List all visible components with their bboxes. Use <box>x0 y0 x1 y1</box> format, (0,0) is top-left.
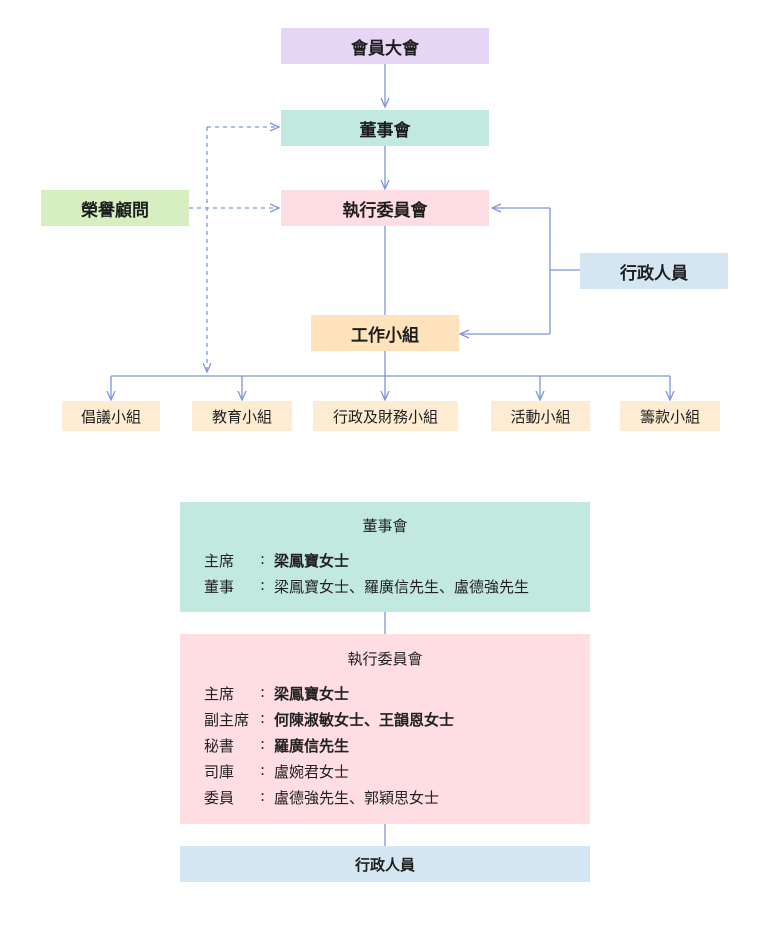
role-label: 委員 <box>204 789 235 807</box>
colon: : <box>260 787 266 805</box>
role-label: 副主席 <box>204 711 250 729</box>
role-label: 秘書 <box>204 737 235 755</box>
member-names: 盧德強先生、郭穎思女士 <box>274 789 440 807</box>
exec-row-secretary: 秘書 : 羅廣信先生 <box>204 735 349 756</box>
exec-row-members: 委員 : 盧德強先生、郭穎思女士 <box>204 787 439 808</box>
admin-staff-box: 行政人員 <box>580 253 728 289</box>
exec-panel-title: 執行委員會 <box>347 650 423 668</box>
colon: : <box>260 761 266 779</box>
member-names: 梁鳳寶女士 <box>274 685 350 703</box>
admin-panel: 行政人員 <box>180 846 590 882</box>
honorary-advisors-box: 榮譽顧問 <box>41 190 189 226</box>
colon: : <box>260 576 266 594</box>
member-names: 盧婉君女士 <box>274 763 350 781</box>
role-label: 主席 <box>204 552 235 570</box>
working-groups-box: 工作小組 <box>311 315 459 351</box>
board-box: 董事會 <box>281 110 489 146</box>
board-row-directors: 董事 : 梁鳳寶女士、羅廣信先生、盧德強先生 <box>204 576 529 597</box>
group-activities: 活動小組 <box>491 401 590 431</box>
exec-row-treasurer: 司庫 : 盧婉君女士 <box>204 761 349 782</box>
member-names: 梁鳳寶女士、羅廣信先生、盧德強先生 <box>274 578 530 596</box>
group-admin-finance: 行政及財務小組 <box>313 401 458 431</box>
board-panel-title: 董事會 <box>362 517 408 535</box>
role-label: 董事 <box>204 578 235 596</box>
general-meeting-box: 會員大會 <box>281 28 489 64</box>
role-label: 主席 <box>204 685 235 703</box>
role-label: 司庫 <box>204 763 235 781</box>
exec-panel: 執行委員會 主席 : 梁鳳寶女士 副主席 : 何陳淑敏女士、王韻恩女士 秘書 :… <box>180 634 590 824</box>
colon: : <box>260 709 266 727</box>
member-names: 何陳淑敏女士、王韻恩女士 <box>274 711 455 729</box>
exec-row-vice-chair: 副主席 : 何陳淑敏女士、王韻恩女士 <box>204 709 454 730</box>
executive-committee-box: 執行委員會 <box>281 190 489 226</box>
board-panel: 董事會 主席 : 梁鳳寶女士 董事 : 梁鳳寶女士、羅廣信先生、盧德強先生 <box>180 502 590 612</box>
colon: : <box>260 735 266 753</box>
board-row-chair: 主席 : 梁鳳寶女士 <box>204 550 349 571</box>
colon: : <box>260 683 266 701</box>
member-names: 羅廣信先生 <box>274 737 350 755</box>
group-education: 教育小組 <box>192 401 292 431</box>
exec-row-chair: 主席 : 梁鳳寶女士 <box>204 683 349 704</box>
group-advocacy: 倡議小組 <box>62 401 160 431</box>
colon: : <box>260 550 266 568</box>
group-fundraising: 籌款小組 <box>620 401 720 431</box>
member-names: 梁鳳寶女士 <box>274 552 350 570</box>
